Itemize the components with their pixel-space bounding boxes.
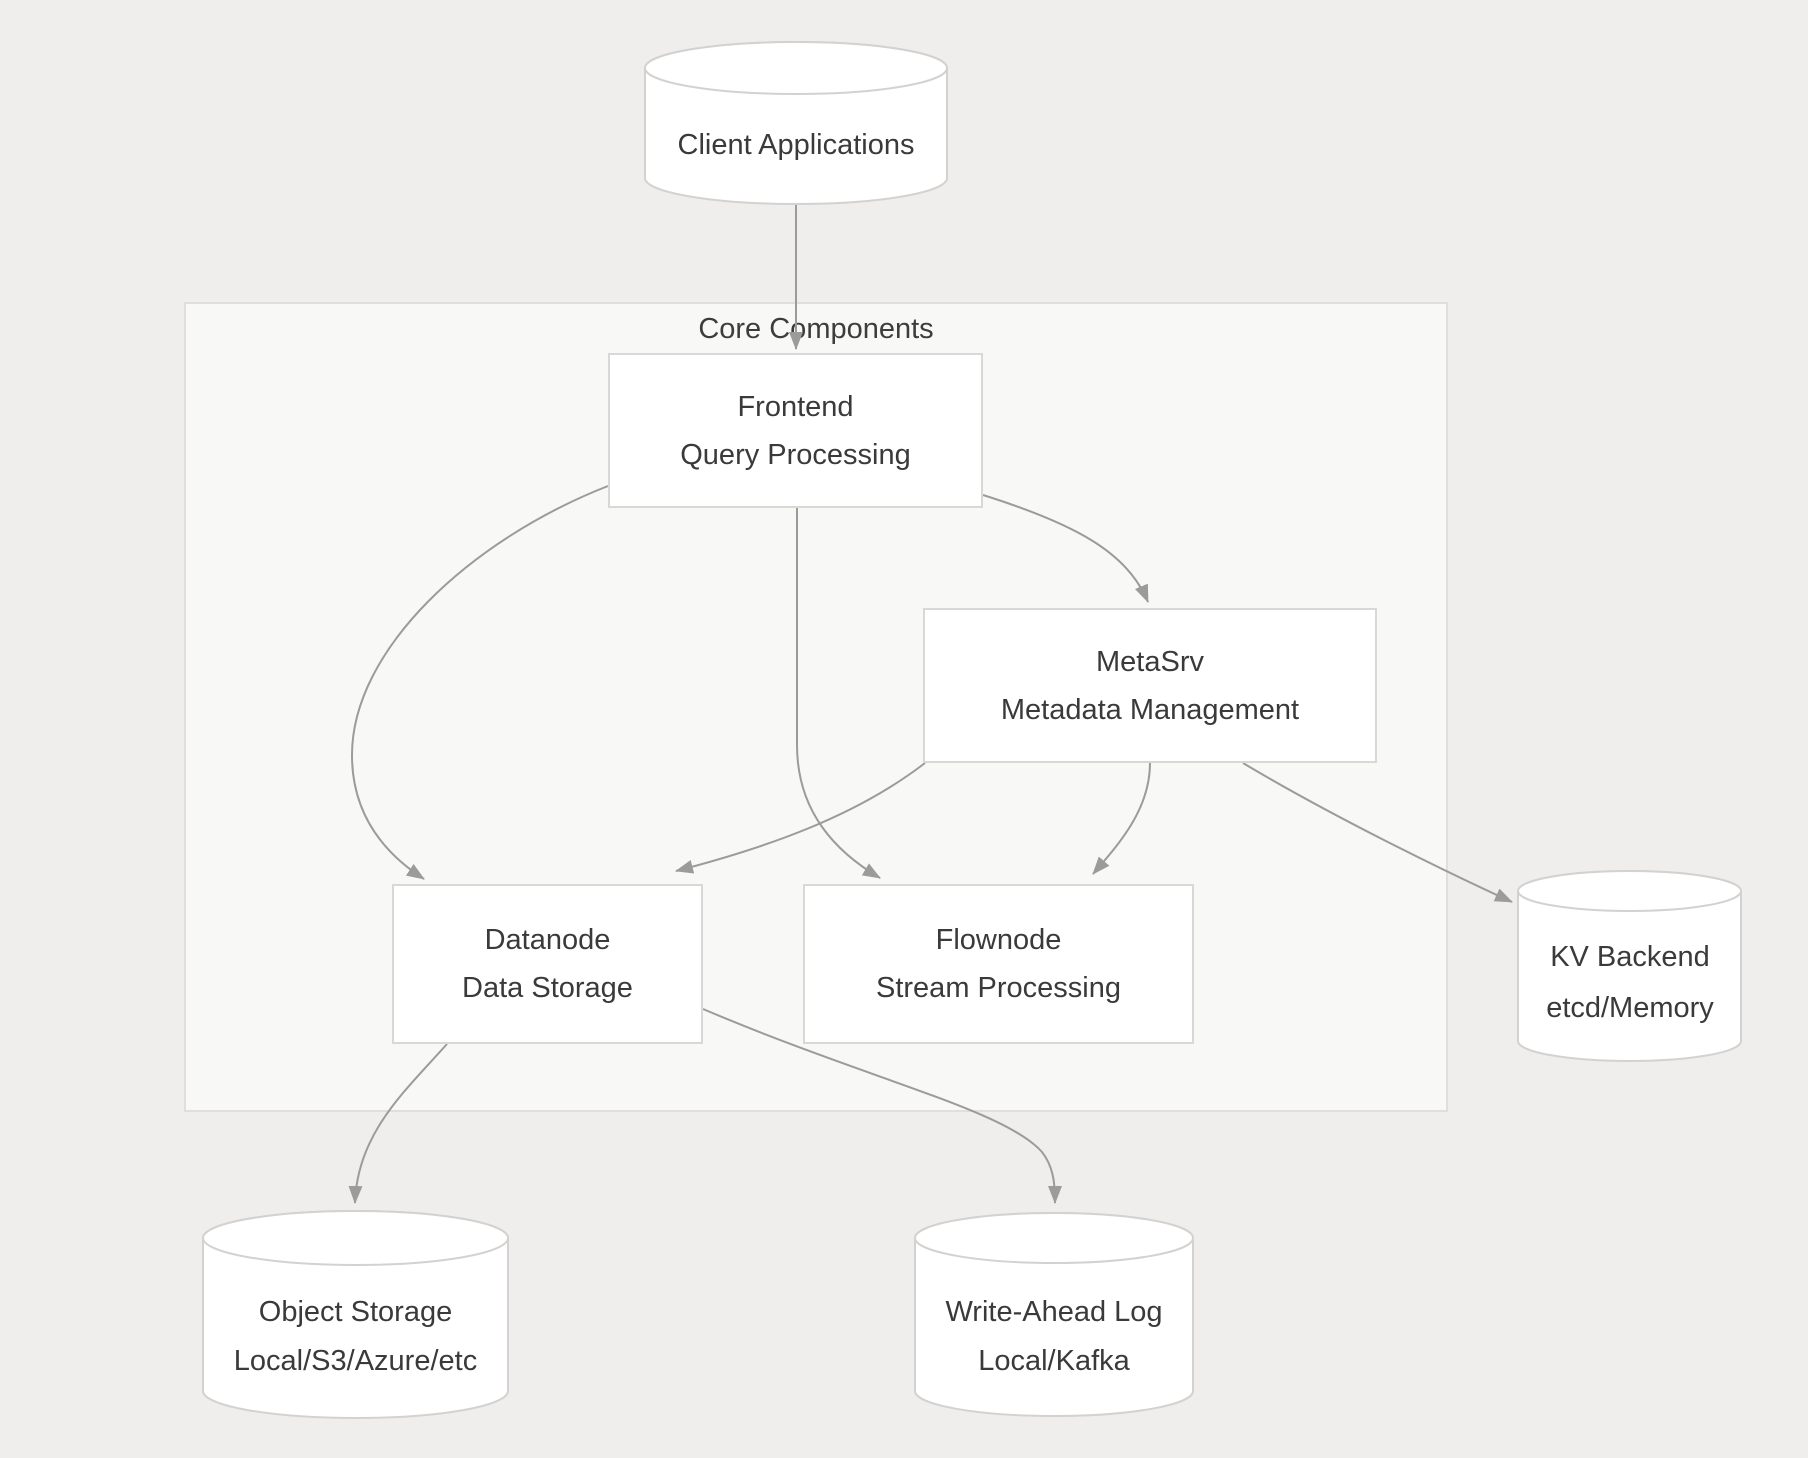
edge-frontend-to-flownode [796,508,881,879]
frontend-title: Frontend [737,390,854,423]
kv-backend-title: KV Backend [1550,941,1710,973]
datanode-subtitle: Data Storage [462,972,633,1004]
metasrv-subtitle: Metadata Management [1000,693,1300,726]
datanode-title: Datanode [484,924,611,956]
client-applications-label: Client Applications [677,129,915,161]
edge-metasrv-to-datanode [675,762,926,874]
flownode-title: Flownode [935,924,1062,956]
kv-backend-cylinder [1517,870,1742,1062]
object-storage-cylinder [202,1210,509,1419]
client-applications-cylinder [644,41,948,205]
flownode-subtitle: Stream Processing [876,972,1121,1004]
write-ahead-log-title: Write-Ahead Log [945,1296,1163,1328]
frontend-subtitle: Query Processing [680,438,911,471]
node-datanode: Datanode Data Storage [392,884,703,1044]
write-ahead-log-cylinder [914,1212,1194,1417]
edge-frontend-to-datanode [350,485,609,880]
node-frontend: Frontend Query Processing [608,353,983,508]
node-flownode: Flownode Stream Processing [803,884,1194,1044]
node-metasrv: MetaSrv Metadata Management [923,608,1377,763]
write-ahead-log-label: Write-Ahead Log Local/Kafka [915,1288,1193,1386]
object-storage-title: Object Storage [258,1296,453,1328]
edge-frontend-to-metasrv [982,494,1149,603]
kv-backend-subtitle: etcd/Memory [1546,992,1714,1024]
write-ahead-log-subtitle: Local/Kafka [978,1345,1130,1377]
edge-datanode-to-write-ahead-log [702,1008,1062,1204]
metasrv-title: MetaSrv [1096,645,1204,678]
edge-datanode-to-object-storage [348,1043,448,1204]
edge-metasrv-to-kv-backend [1242,762,1513,903]
object-storage-subtitle: Local/S3/Azure/etc [233,1345,478,1377]
core-components-label: Core Components [698,313,934,345]
object-storage-label: Object Storage Local/S3/Azure/etc [203,1288,508,1386]
kv-backend-label: KV Backend etcd/Memory [1518,932,1742,1034]
edge-metasrv-to-flownode [1092,762,1151,875]
